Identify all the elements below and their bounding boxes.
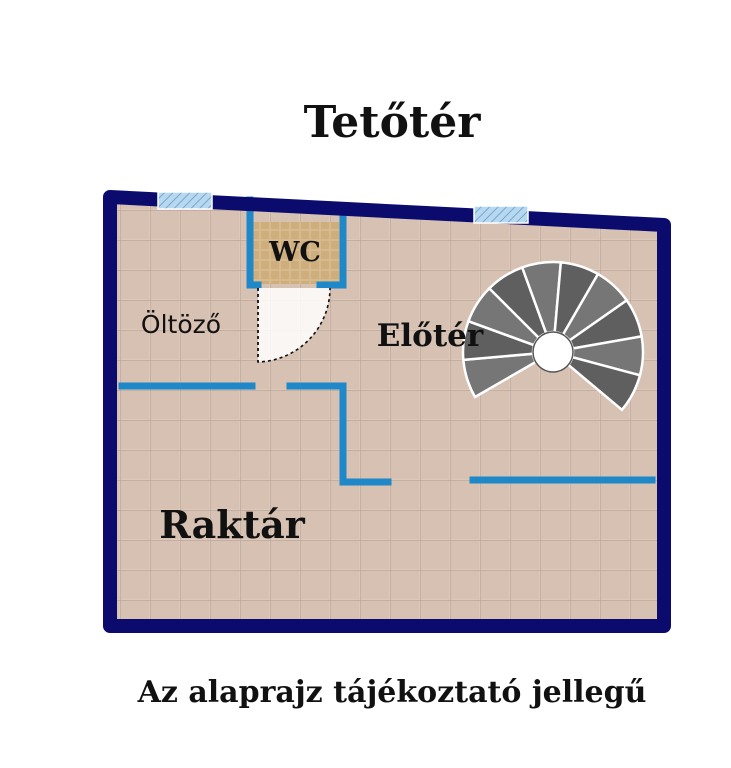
disclaimer-text: Az alaprajz tájékoztató jellegű bbox=[137, 675, 647, 710]
room-label-wc: WC bbox=[268, 237, 321, 268]
door-swing-icon bbox=[257, 287, 331, 363]
room-label-eloter: Előtér bbox=[377, 318, 484, 354]
window-icon bbox=[157, 191, 213, 210]
room-label-oltozo: Öltöző bbox=[141, 310, 221, 339]
stair-center-post bbox=[532, 331, 574, 373]
room-label-raktar: Raktár bbox=[159, 502, 306, 547]
floor-area bbox=[114, 200, 662, 622]
spiral-staircase-icon bbox=[461, 260, 645, 412]
inner-walls bbox=[118, 196, 656, 486]
wc-floor bbox=[252, 222, 344, 284]
window-icon bbox=[473, 205, 529, 224]
plan-title: Tetőtér bbox=[304, 97, 482, 148]
